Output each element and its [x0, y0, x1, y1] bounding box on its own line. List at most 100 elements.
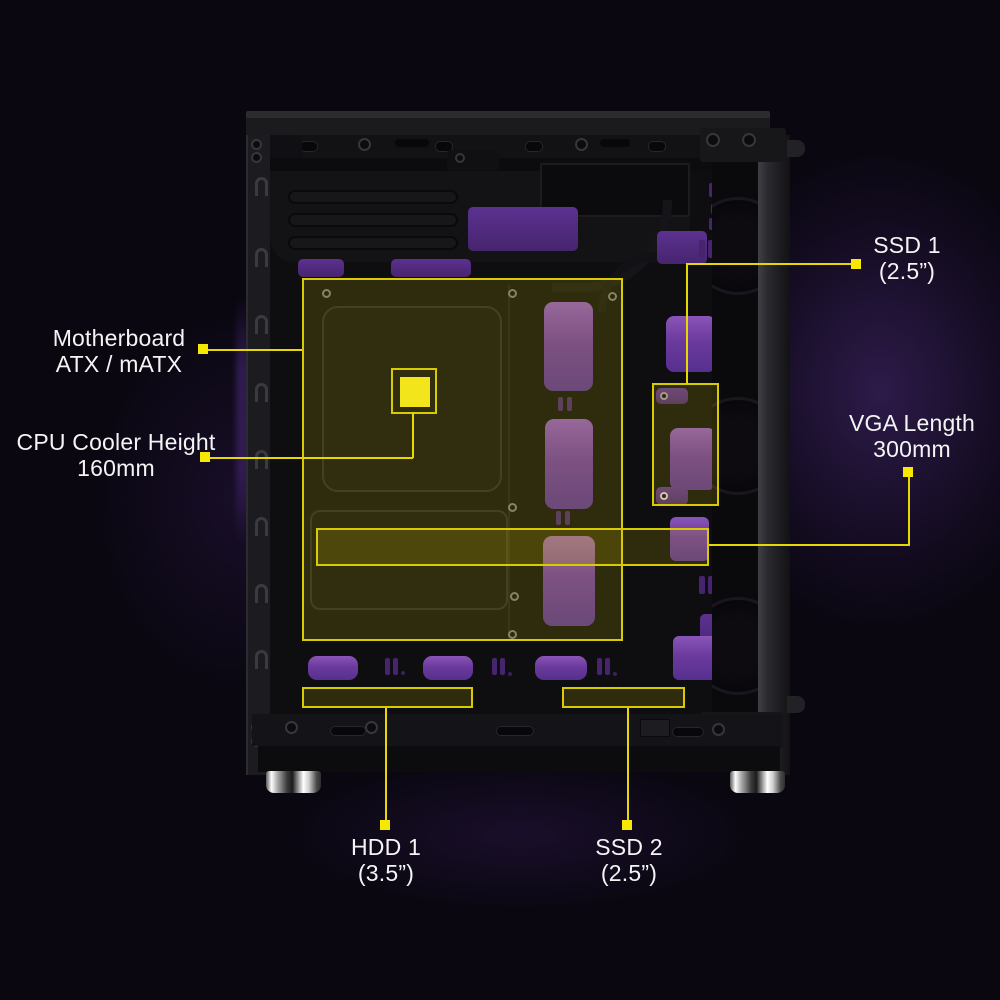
- cable-hook: [255, 248, 268, 267]
- vent-dot-purple: [613, 672, 617, 676]
- cable-cutout-purple: [545, 419, 593, 509]
- vent-purple: [597, 658, 602, 675]
- cpu-cooler-marker-square: [400, 377, 430, 407]
- vent-purple: [393, 658, 398, 675]
- vga-callout-line-v: [908, 475, 910, 545]
- vga-callout-line-h: [709, 544, 910, 546]
- front-fan: [712, 397, 758, 495]
- vga-label: VGA Length 300mm: [849, 410, 975, 462]
- cable-cutout-purple: [543, 536, 595, 626]
- front-fan: [712, 597, 758, 695]
- tray-seam: [508, 285, 510, 641]
- motherboard-zone-highlight: [302, 278, 623, 641]
- case-foot-left: [266, 771, 321, 793]
- vga-zone-highlight: [316, 528, 709, 566]
- bottom-rail-bracket: [640, 719, 670, 737]
- case-top-edge-highlight: [246, 111, 770, 119]
- top-rail-slot: [648, 141, 666, 152]
- cable-hook: [255, 383, 268, 402]
- left-rail-screw: [251, 139, 262, 150]
- bottom-rail-slot: [330, 726, 366, 736]
- ssd-screw: [660, 392, 668, 400]
- vent-purple: [708, 576, 714, 594]
- ssd2-label: SSD 2 (2.5”): [595, 834, 662, 886]
- case-bottom-skirt: [258, 746, 780, 772]
- bottom-rail-screw: [285, 721, 298, 734]
- ssd2-callout-line-v: [627, 708, 629, 821]
- bottom-rail-slot: [672, 727, 704, 737]
- shroud-ridge: [288, 190, 458, 204]
- cable-hook: [255, 584, 268, 603]
- vent-purple: [567, 397, 572, 411]
- vent-purple: [699, 576, 705, 594]
- tray-stamped-panel: [322, 306, 502, 492]
- cpu-cooler-label-line2: 160mm: [77, 455, 155, 481]
- cable-hook: [255, 177, 268, 196]
- cpu-cooler-label-line1: CPU Cooler Height: [16, 429, 216, 455]
- front-fan-column: [712, 158, 758, 714]
- cable-hook: [255, 450, 268, 469]
- side-panel-tab: [787, 696, 805, 713]
- vent-purple: [605, 658, 610, 675]
- vent-purple: [708, 240, 714, 258]
- shroud-ridge: [288, 213, 458, 227]
- top-rail-screw: [575, 138, 588, 151]
- vent-dot-purple: [508, 672, 512, 676]
- cpu-callout-marker: [200, 452, 210, 462]
- ssd2-label-line1: SSD 2: [595, 834, 663, 860]
- cable-cutout-purple: [544, 302, 593, 391]
- ssd1-callout-marker: [851, 259, 861, 269]
- vent-purple: [492, 658, 497, 675]
- cpu-callout-line-v: [412, 412, 414, 458]
- vent-dot-purple: [401, 671, 405, 675]
- hdd1-label: HDD 1 (3.5”): [351, 834, 421, 886]
- motherboard-callout-marker: [198, 344, 208, 354]
- ssd1-zone-highlight: [652, 383, 719, 506]
- vga-label-line1: VGA Length: [848, 410, 976, 436]
- hdd1-callout-line-v: [385, 708, 387, 821]
- ssd2-callout-marker: [622, 820, 632, 830]
- ssd1-label-line1: SSD 1: [873, 232, 941, 258]
- bottom-cutout-purple: [423, 656, 473, 680]
- cable-grommet-purple: [298, 259, 344, 277]
- case-top-rail: [254, 135, 756, 159]
- vent-purple: [500, 658, 505, 675]
- cable-grommet-purple: [657, 231, 707, 264]
- tray-standoff: [510, 592, 519, 601]
- hdd1-label-line1: HDD 1: [350, 834, 422, 860]
- cable-hook: [255, 315, 268, 334]
- cable-cutout-purple: [666, 316, 716, 372]
- ssd-slot-purple: [656, 487, 688, 505]
- top-rail-slot: [300, 141, 318, 152]
- vent-purple: [385, 658, 390, 675]
- vent-purple: [556, 511, 561, 525]
- tray-standoff: [608, 292, 617, 301]
- shroud-ridge: [288, 236, 458, 250]
- motherboard-label-line1: Motherboard: [52, 325, 186, 351]
- front-fan: [712, 197, 758, 295]
- ssd-screw: [660, 492, 668, 500]
- motherboard-label-line2: ATX / mATX: [55, 351, 183, 377]
- case-right-wall: [758, 135, 790, 775]
- left-rail-screw: [251, 152, 262, 163]
- tray-standoff: [508, 503, 517, 512]
- bottom-rail-screw: [365, 721, 378, 734]
- ssd1-label: SSD 1 (2.5”): [873, 232, 940, 284]
- vga-label-line2: 300mm: [873, 436, 951, 462]
- top-rail-slot: [525, 141, 543, 152]
- bottom-rail-slot: [496, 726, 534, 736]
- cpu-cooler-zone-highlight: [391, 368, 437, 414]
- cable-cutout-purple: [670, 517, 709, 561]
- cable-grommet-purple: [391, 259, 471, 277]
- motherboard-label: Motherboard ATX / mATX: [53, 325, 186, 377]
- cable-hook: [255, 517, 268, 536]
- vent-purple: [699, 240, 705, 258]
- bottom-cutout-purple: [308, 656, 358, 680]
- cpu-callout-line-h: [207, 457, 413, 459]
- ssd1-label-line2: (2.5”): [878, 258, 936, 284]
- vent-purple: [558, 397, 563, 411]
- case-top-bar: [246, 118, 770, 135]
- cpu-cooler-label: CPU Cooler Height 160mm: [17, 429, 216, 481]
- vent-purple: [565, 511, 570, 525]
